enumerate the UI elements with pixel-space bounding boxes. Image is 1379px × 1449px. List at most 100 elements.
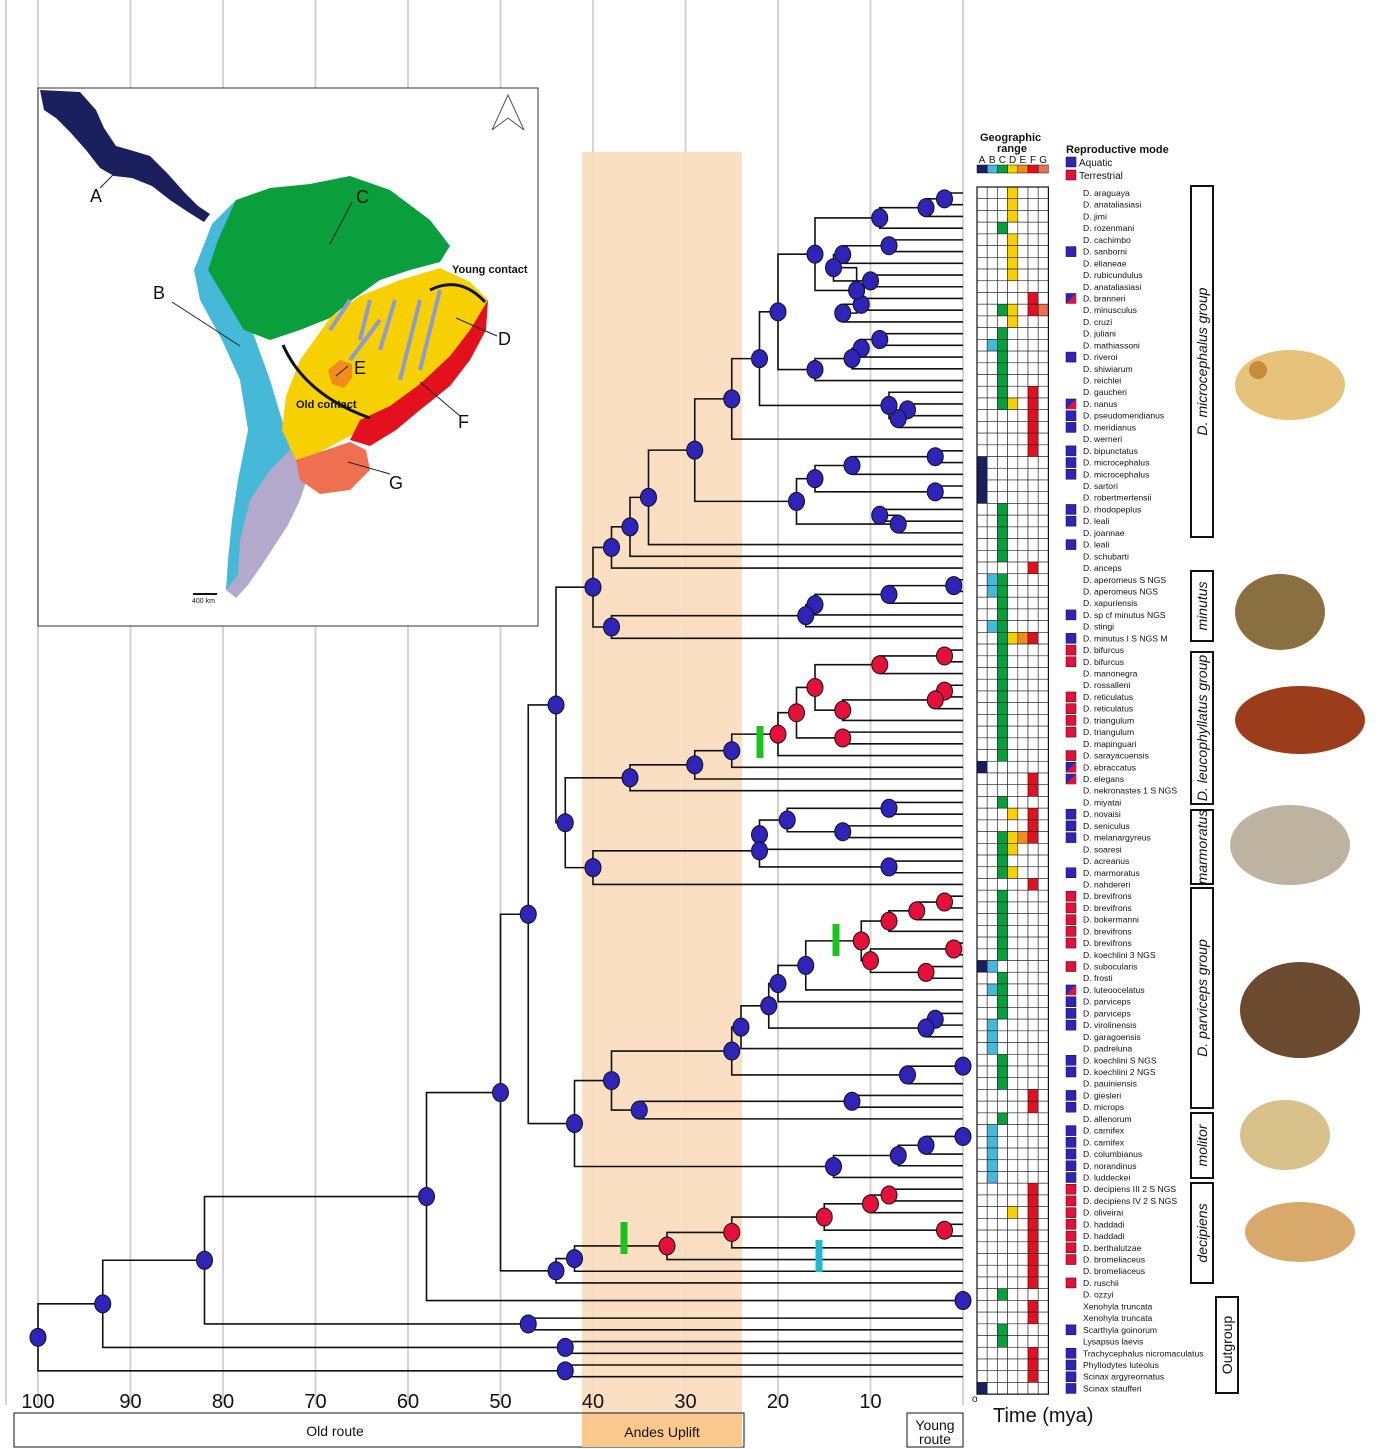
geo-cell <box>1038 1136 1048 1148</box>
geo-cell <box>1018 539 1028 551</box>
tree-node <box>419 1188 435 1206</box>
geo-cell <box>1008 1265 1018 1277</box>
geo-cell <box>1038 668 1048 680</box>
geo-cell <box>1018 281 1028 293</box>
tree-branch <box>843 732 963 744</box>
tip-label: D. anceps <box>1083 563 1122 573</box>
geo-cell <box>1008 1066 1018 1078</box>
repro-terrestrial <box>1066 1219 1076 1229</box>
geo-cell <box>1028 878 1038 890</box>
geo-cell <box>977 339 987 351</box>
geo-cell <box>977 785 987 797</box>
tree-node <box>927 448 943 466</box>
tip-label: D. brevifrons <box>1083 903 1132 913</box>
young-route-label-2: route <box>919 1431 951 1447</box>
tree-node <box>30 1328 46 1346</box>
geo-cell <box>987 234 997 246</box>
geo-cell <box>997 1207 1007 1219</box>
geo-cell <box>977 668 987 680</box>
geo-cell <box>987 996 997 1008</box>
map-label-d: D <box>498 329 511 349</box>
geo-cell <box>1018 457 1028 469</box>
tree-node <box>520 1315 536 1333</box>
tree-node <box>770 975 786 993</box>
geo-cell <box>1028 1019 1038 1031</box>
tip-label: D. frosti <box>1083 973 1113 983</box>
geo-cell <box>1008 351 1018 363</box>
geo-cell <box>977 1336 987 1348</box>
geo-cell <box>987 585 997 597</box>
geo-cell <box>997 691 1007 703</box>
tree-node <box>826 1157 842 1175</box>
tip-label: D. microcephalus <box>1083 458 1149 468</box>
geo-cell <box>977 691 987 703</box>
geo-cell <box>1028 668 1038 680</box>
tree-node <box>881 799 897 817</box>
geo-cell <box>997 304 1007 316</box>
geo-cell <box>1018 199 1028 211</box>
geo-cell <box>997 316 1007 328</box>
geo-cell <box>987 210 997 222</box>
repro-aquatic <box>1066 411 1076 421</box>
geo-cell <box>1038 187 1048 199</box>
geo-cell <box>977 1195 987 1207</box>
geo-cell <box>1008 949 1018 961</box>
repro-terrestrial <box>1066 1278 1076 1288</box>
geo-cell <box>1038 515 1048 527</box>
geo-cell <box>1028 527 1038 539</box>
trait-change-bar <box>816 1240 823 1272</box>
repro-aquatic <box>1066 540 1076 550</box>
geo-cell <box>987 726 997 738</box>
geo-cell <box>1008 855 1018 867</box>
tip-label: D. melanargyreus <box>1083 833 1151 843</box>
geo-cell <box>1008 644 1018 656</box>
tip-label: D. microcephalus <box>1083 469 1149 479</box>
geo-cell <box>997 1218 1007 1230</box>
geo-cell <box>1018 503 1028 515</box>
geo-letter: G <box>1039 155 1047 166</box>
geo-cell <box>1038 210 1048 222</box>
tree-node <box>937 190 953 208</box>
geo-cell <box>1008 878 1018 890</box>
geo-cell <box>1028 621 1038 633</box>
tip-label: D. nekronastes 1 S NGS <box>1083 786 1177 796</box>
repro-aquatic <box>1066 997 1076 1007</box>
andes-uplift-band <box>582 152 742 1420</box>
geo-cell <box>1038 222 1048 234</box>
geo-cell <box>977 761 987 773</box>
geo-cell <box>997 890 1007 902</box>
geo-cell <box>977 984 987 996</box>
geo-cell <box>987 1113 997 1125</box>
geo-cell <box>1008 199 1018 211</box>
geo-cell <box>1038 1347 1048 1359</box>
axis-title: Time (mya) <box>993 1405 1093 1427</box>
tip-label: D. pauiniensis <box>1083 1079 1137 1089</box>
reproductive-mode-column <box>1066 247 1076 1394</box>
geo-cell <box>1008 246 1018 258</box>
geo-cell <box>987 199 997 211</box>
geo-cell <box>1008 187 1018 199</box>
geo-cell <box>1038 539 1048 551</box>
geo-cell <box>1038 562 1048 574</box>
tree-node <box>789 492 805 510</box>
geo-cell <box>1008 796 1018 808</box>
geo-cell <box>997 996 1007 1008</box>
tree-node <box>900 1066 916 1084</box>
geo-cell <box>997 1230 1007 1242</box>
tree-branch <box>38 1304 565 1371</box>
geo-cell <box>997 1195 1007 1207</box>
geo-cell <box>1008 339 1018 351</box>
geo-cell <box>1028 304 1038 316</box>
geo-cell <box>1018 246 1028 258</box>
geo-cell <box>1028 820 1038 832</box>
tree-node <box>872 506 888 524</box>
geo-cell <box>997 1007 1007 1019</box>
tip-label: D. koechlini 2 NGS <box>1083 1067 1156 1077</box>
tree-node <box>881 585 897 603</box>
geo-cell <box>1018 1148 1028 1160</box>
geo-cell <box>1008 785 1018 797</box>
geo-cell <box>987 257 997 269</box>
geo-cell <box>1018 445 1028 457</box>
geo-cell <box>1018 269 1028 281</box>
tip-label: D. rubicundulus <box>1083 270 1143 280</box>
